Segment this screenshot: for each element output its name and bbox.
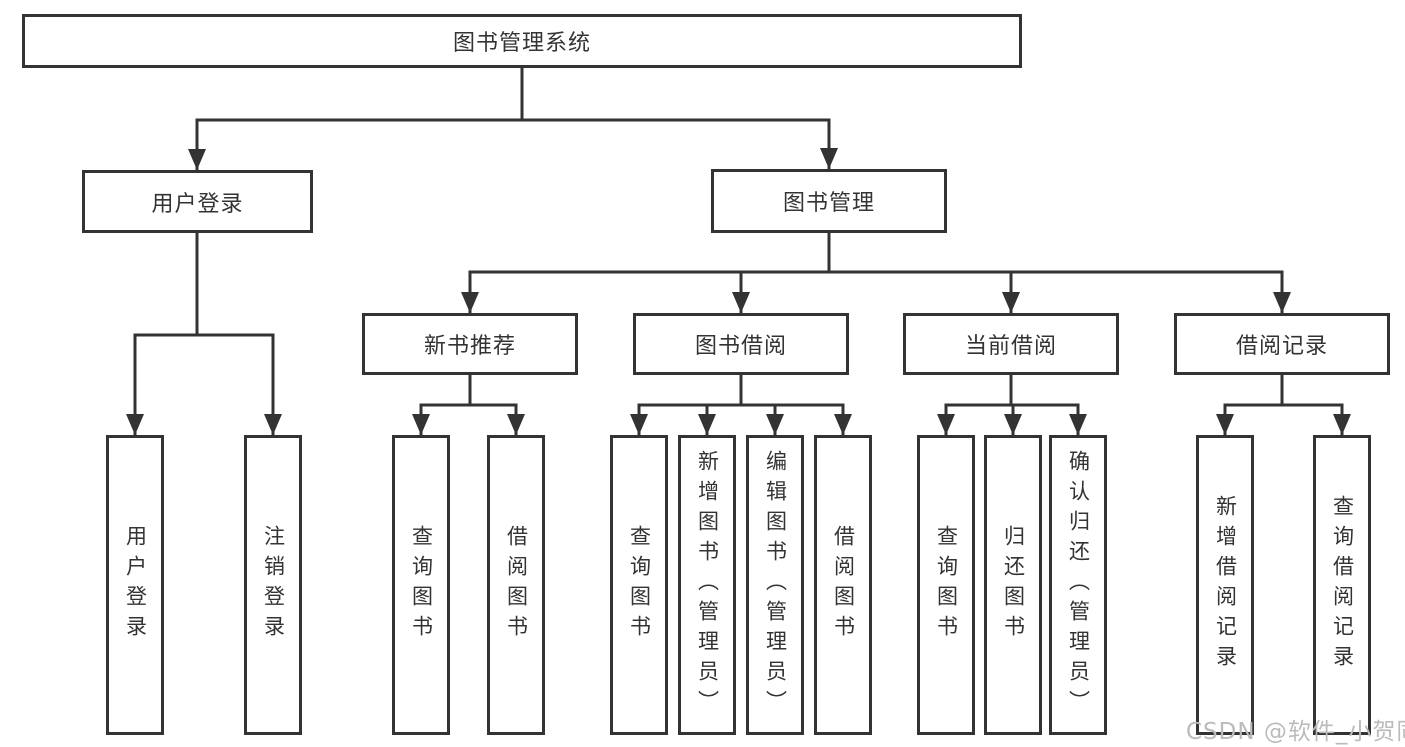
- node-label: 图书借阅: [694, 334, 787, 359]
- node-label: 新增图书（管理员）: [695, 450, 720, 720]
- node-label: 借阅图书: [831, 525, 856, 645]
- node-label: 图书管理: [782, 191, 875, 216]
- leaf-borrow-books-recommend: 借阅图书: [487, 435, 545, 735]
- leaf-return-books: 归还图书: [984, 435, 1042, 735]
- node-label: 注销登录: [261, 525, 286, 645]
- node-label: 新增借阅记录: [1213, 495, 1238, 675]
- node-label: 图书管理系统: [452, 31, 591, 56]
- leaf-query-books-current: 查询图书: [917, 435, 975, 735]
- node-label: 归还图书: [1001, 525, 1026, 645]
- node-label: 借阅图书: [504, 525, 529, 645]
- node-label: 查询借阅记录: [1330, 495, 1355, 675]
- leaf-borrow-books: 借阅图书: [814, 435, 872, 735]
- node-label: 查询图书: [627, 525, 652, 645]
- leaf-confirm-return-admin: 确认归还（管理员）: [1049, 435, 1107, 735]
- node-label: 查询图书: [409, 525, 434, 645]
- leaf-add-borrow-record: 新增借阅记录: [1196, 435, 1254, 735]
- node-label: 编辑图书（管理员）: [763, 450, 788, 720]
- leaf-edit-book-admin: 编辑图书（管理员）: [746, 435, 804, 735]
- node-current-borrowing: 当前借阅: [903, 313, 1119, 375]
- leaf-logout: 注销登录: [244, 435, 302, 735]
- node-label: 借阅记录: [1235, 334, 1328, 359]
- node-new-book-recommendation: 新书推荐: [362, 313, 578, 375]
- leaf-query-borrow-record: 查询借阅记录: [1313, 435, 1371, 735]
- node-label: 用户登录: [123, 525, 148, 645]
- leaf-add-book-admin: 新增图书（管理员）: [678, 435, 736, 735]
- node-book-management: 图书管理: [711, 169, 947, 233]
- node-label: 当前借阅: [964, 334, 1057, 359]
- node-book-borrowing: 图书借阅: [633, 313, 849, 375]
- leaf-user-login: 用户登录: [106, 435, 164, 735]
- csdn-watermark: CSDN @软件_小贺同学: [1186, 719, 1405, 745]
- node-borrowing-records: 借阅记录: [1174, 313, 1390, 375]
- leaf-query-books-borrowing: 查询图书: [610, 435, 668, 735]
- leaf-query-books-recommend: 查询图书: [392, 435, 450, 735]
- node-user-login: 用户登录: [82, 170, 313, 233]
- node-label: 用户登录: [151, 191, 244, 217]
- node-label: 查询图书: [934, 525, 959, 645]
- node-label: 确认归还（管理员）: [1066, 450, 1091, 720]
- tree-arrow-lines: [126, 120, 1351, 435]
- node-library-system: 图书管理系统: [22, 14, 1022, 68]
- node-label: 新书推荐: [423, 334, 516, 359]
